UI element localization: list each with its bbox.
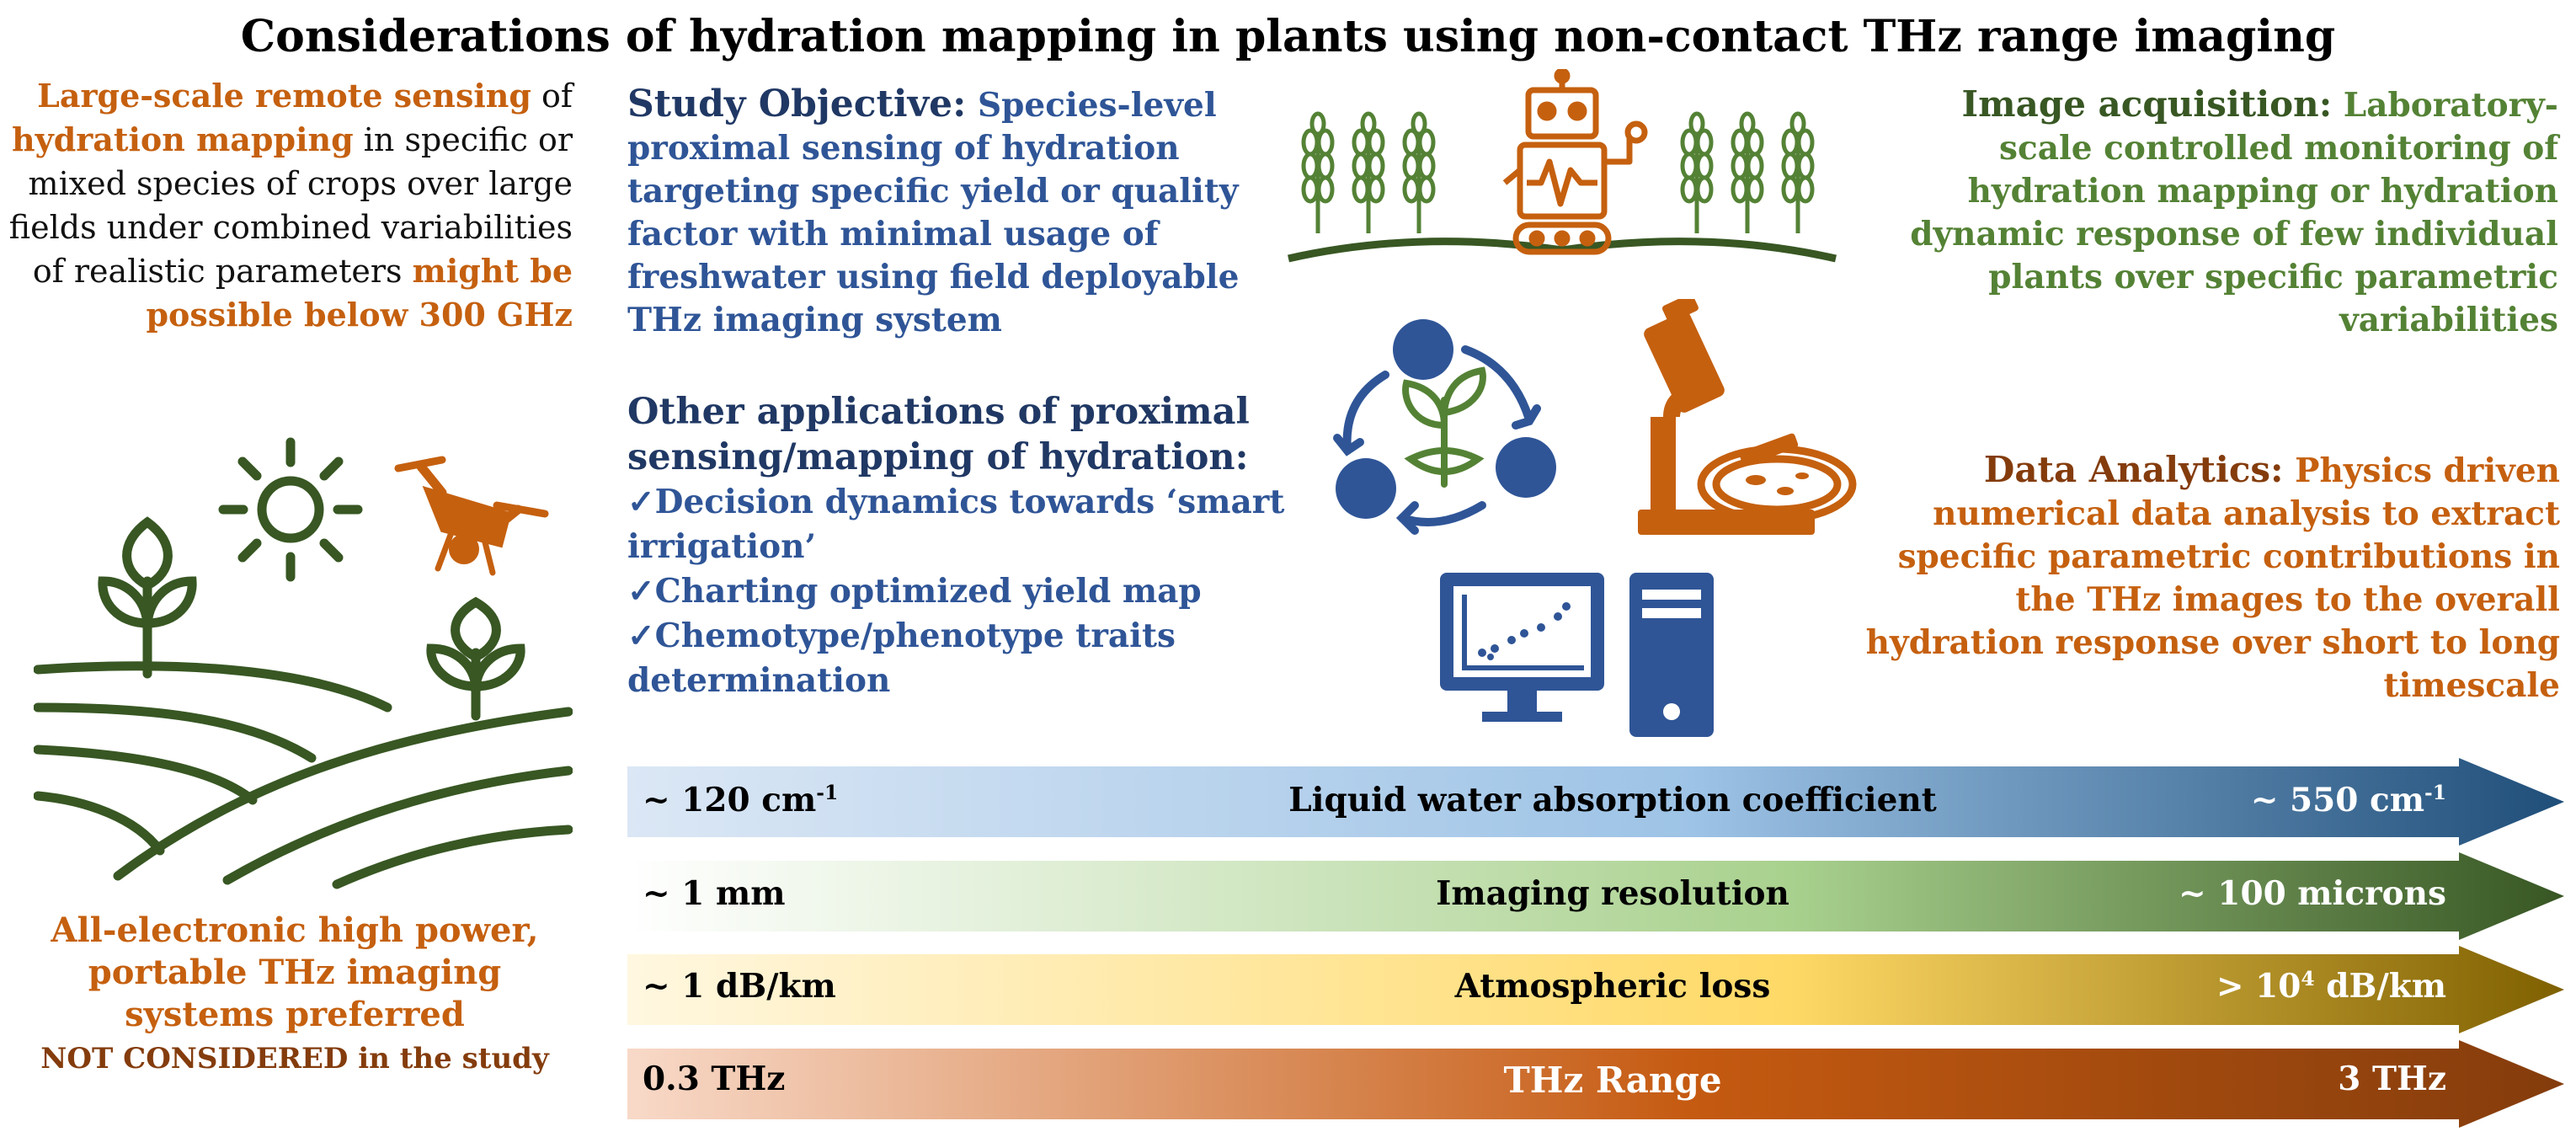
study-objective-text: Species-level proximal sensing of hydrat… [627, 86, 1240, 339]
image-acquisition-text: Laboratory-scale controlled monitoring o… [1910, 86, 2558, 339]
atmospheric-min: ~ 1 dB/km [643, 967, 836, 1006]
resolution-bar: ~ 1 mm Imaging resolution ~ 100 microns [627, 874, 2564, 925]
atmospheric-arrow [627, 946, 2564, 1033]
resolution-min: ~ 1 mm [643, 874, 786, 913]
application-item: ✓Charting optimized yield map [627, 572, 1202, 611]
robot-icon [1502, 69, 1648, 255]
application-item: ✓Decision dynamics towards ‘smart irriga… [627, 483, 1285, 566]
thz-range-label: THz Range [1503, 1060, 1722, 1101]
image-acquisition-label: Image acquisition: [1961, 83, 2333, 125]
wheat-field-robot [1288, 69, 1837, 263]
field-plants-icon [34, 516, 573, 889]
thz-range-bar: 0.3 THz THz Range 3 THz [627, 1060, 2564, 1110]
image-acquisition: Image acquisition: Laboratory-scale cont… [1876, 83, 2558, 342]
resolution-arrow [627, 852, 2564, 940]
thz-min: 0.3 THz [643, 1060, 786, 1098]
text-fragment: in specific or mixed species of crops ov… [8, 121, 573, 290]
data-analytics-label: Data Analytics: [1983, 449, 2284, 490]
portable-systems-note: All-electronic high power, portable THz … [8, 910, 581, 1081]
text-fragment: of [531, 77, 573, 115]
thz-max: 3 THz [2338, 1060, 2446, 1098]
absorption-min-unit-exp: -1 [816, 781, 839, 804]
resolution-max: ~ 100 microns [2179, 874, 2446, 913]
other-applications: Other applications of proximal sensing/m… [627, 389, 1318, 703]
absorption-bar: ~ 120 cm-1 Liquid water absorption coeff… [627, 781, 2564, 831]
absorption-label: Liquid water absorption coefficient [1288, 781, 1937, 819]
sun-icon [218, 437, 363, 582]
atmospheric-max-exp: 4 [2301, 967, 2315, 990]
portable-systems-text: All-electronic high power, portable THz … [51, 910, 539, 1034]
application-item: ✓Chemotype/phenotype traits determinatio… [627, 617, 1176, 700]
microscope-icon [1638, 299, 1857, 535]
page-title: Considerations of hydration mapping in p… [240, 11, 2336, 62]
thz-range-arrow [627, 1040, 2564, 1128]
absorption-max-unit-exp: -1 [2424, 781, 2446, 804]
atmospheric-max-unit: dB/km [2314, 967, 2446, 1006]
atmospheric-bar: ~ 1 dB/km Atmospheric loss > 104 dB/km [627, 967, 2564, 1017]
absorption-arrow [627, 758, 2564, 846]
drone-icon [394, 456, 549, 576]
data-analytics: Data Analytics: Physics driven numerical… [1844, 448, 2560, 707]
plant-cycle-icon [1333, 319, 1556, 535]
data-analytics-text: Physics driven numerical data analysis t… [1865, 451, 2560, 705]
absorption-max: ~ 550 cm [2250, 781, 2425, 819]
below-300ghz-phrase: might be possible below 300 GHz [146, 252, 573, 334]
atmospheric-label: Atmospheric loss [1454, 967, 1771, 1006]
atmospheric-max: > 10 [2216, 967, 2301, 1006]
computer-icon [1440, 573, 1714, 737]
study-objective-label: Study Objective: [627, 83, 967, 125]
hydration-mapping-phrase: hydration mapping [11, 120, 354, 158]
absorption-min: ~ 120 cm [643, 781, 817, 819]
study-objective: Study Objective: Species-level proximal … [627, 83, 1255, 342]
not-considered-text: NOT CONSIDERED in the study [40, 1042, 549, 1076]
resolution-label: Imaging resolution [1436, 874, 1789, 913]
remote-sensing-phrase: Large-scale remote sensing [37, 77, 531, 115]
other-applications-heading: Other applications of proximal sensing/m… [627, 391, 1250, 478]
scale-arrows [627, 758, 2564, 1128]
remote-sensing-note: Large-scale remote sensing of hydration … [7, 74, 573, 337]
